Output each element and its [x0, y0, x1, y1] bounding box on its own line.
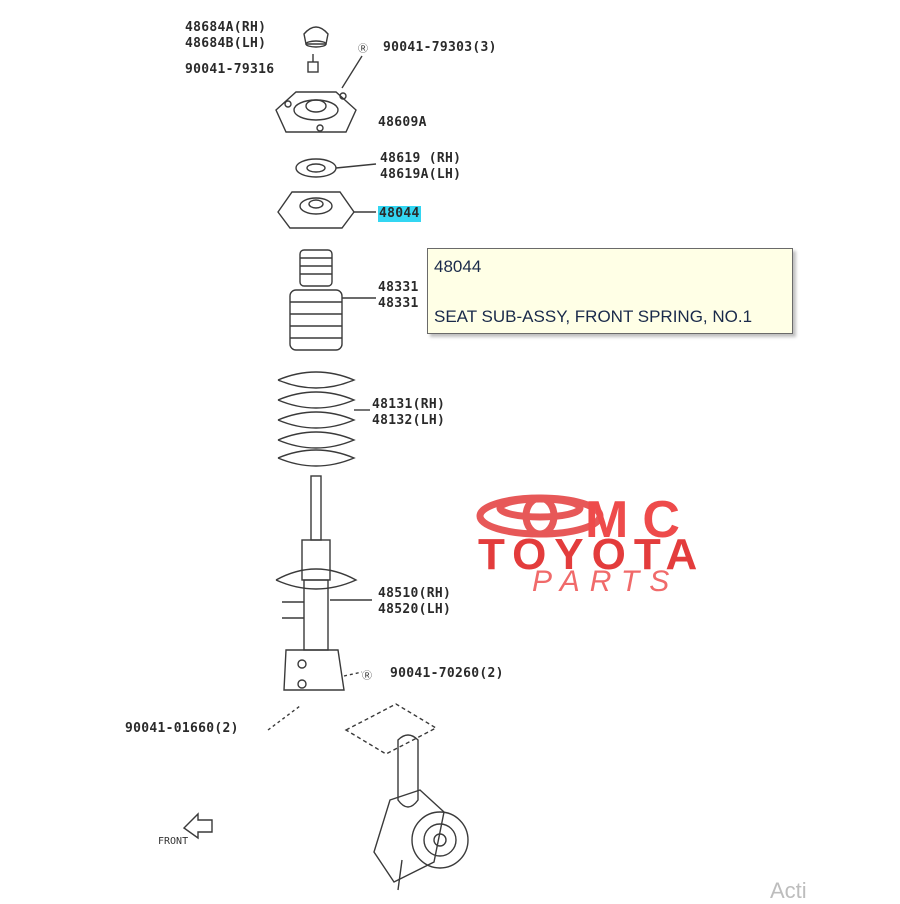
label-bearing-lh[interactable]: 48619A(LH) — [380, 167, 462, 182]
support-part[interactable] — [275, 55, 363, 133]
shock-absorber-part[interactable] — [275, 475, 372, 691]
steering-knuckle-part[interactable] — [344, 703, 469, 891]
spring-seat-part[interactable] — [277, 191, 376, 229]
label-cap-rh[interactable]: 48684A(RH) — [185, 20, 267, 35]
label-nut-right[interactable]: 90041-79303(3) — [383, 40, 497, 55]
bolt-left-part[interactable] — [267, 705, 301, 731]
watermark-parts: PARTS — [532, 565, 680, 598]
note-symbol-icon: Ⓡ — [358, 44, 368, 55]
label-bolt-left[interactable]: 90041-01660(2) — [125, 721, 239, 736]
label-absorber-lh[interactable]: 48520(LH) — [378, 602, 452, 617]
tooltip-part-number: 48044 — [434, 257, 482, 276]
label-seat-highlighted[interactable]: 48044 — [378, 206, 421, 222]
label-bearing-rh[interactable]: 48619 (RH) — [380, 151, 462, 166]
activation-watermark-text: Acti — [770, 878, 807, 903]
front-direction-label: FRONT — [158, 836, 189, 847]
label-bound-stopper-2[interactable]: 48331 — [378, 296, 419, 311]
dust-cap-part[interactable] — [303, 26, 329, 48]
watermark-mc: MC — [585, 491, 694, 549]
label-nut-left[interactable]: 90041-79316 — [185, 62, 275, 77]
toyota-logo-watermark — [476, 494, 604, 538]
label-cap-lh[interactable]: 48684B(LH) — [185, 36, 267, 51]
label-spring-rh[interactable]: 48131(RH) — [372, 397, 446, 412]
tooltip-description: SEAT SUB-ASSY, FRONT SPRING, NO.1 — [434, 307, 753, 326]
label-support[interactable]: 48609A — [378, 115, 427, 130]
note-symbol-icon: Ⓡ — [362, 671, 372, 682]
label-spring-lh[interactable]: 48132(LH) — [372, 413, 446, 428]
bound-stopper-part[interactable] — [289, 249, 376, 351]
part-tooltip: 48044 SEAT SUB-ASSY, FRONT SPRING, NO.1 — [427, 248, 793, 334]
label-bolt-right[interactable]: 90041-70260(2) — [390, 666, 504, 681]
watermark-toyota: TOYOTA — [478, 530, 706, 579]
label-bound-stopper-1[interactable]: 48331 — [378, 280, 419, 295]
coil-spring-part[interactable] — [277, 371, 370, 467]
bolt-right-part[interactable] — [343, 671, 363, 677]
bearing-part[interactable] — [295, 158, 377, 178]
label-absorber-rh[interactable]: 48510(RH) — [378, 586, 452, 601]
nut-part[interactable] — [307, 54, 319, 73]
front-arrow-icon — [182, 812, 213, 840]
